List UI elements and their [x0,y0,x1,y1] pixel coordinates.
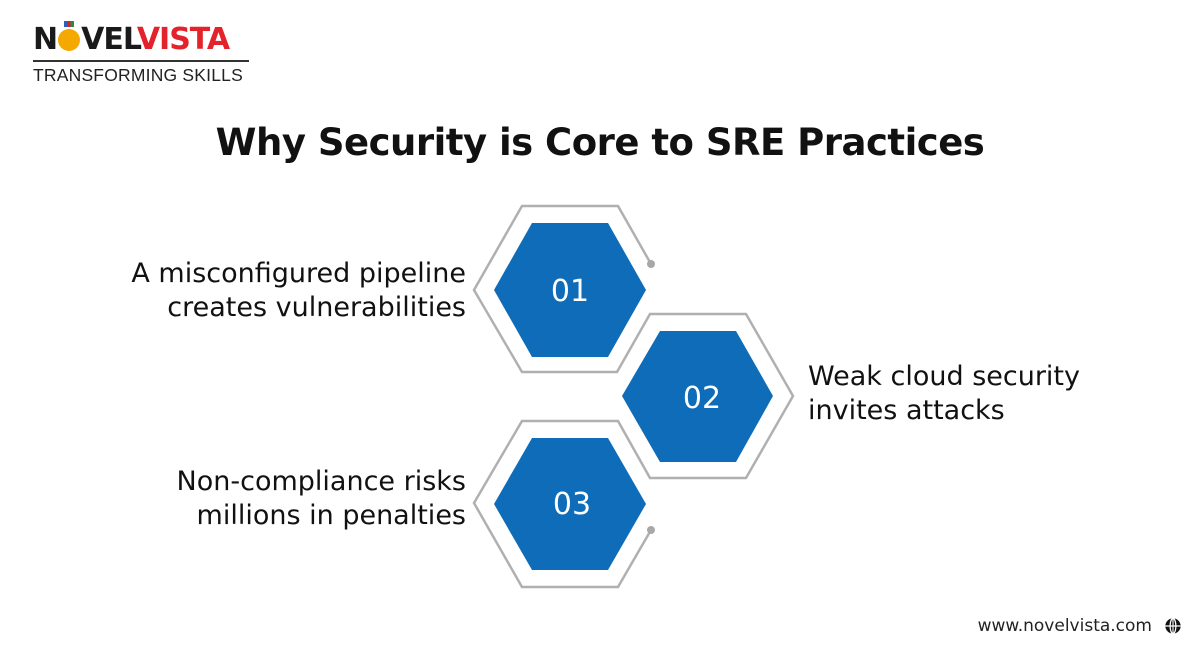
hexagon-number-01: 01 [550,274,590,309]
item-02-line1: Weak cloud security [808,361,1080,392]
page-title: Why Security is Core to SRE Practices [215,121,985,164]
medal-icon [58,21,81,51]
item-03-line2: millions in penalties [196,500,466,531]
logo-wordmark: N VELVISTA [33,21,253,58]
item-text-01: A misconfigured pipeline creates vulnera… [131,257,466,325]
item-text-03: Non-compliance risks millions in penalti… [177,465,466,533]
item-01-line2: creates vulnerabilities [167,292,466,323]
item-01-line1: A misconfigured pipeline [131,258,466,289]
logo-letter-n: N [33,22,58,57]
logo-divider [33,60,249,62]
connector-dot-1 [647,260,655,268]
footer: www.novelvista.com [978,616,1182,636]
website-url[interactable]: www.novelvista.com [977,616,1152,636]
hex-outline-1 [472,204,795,589]
hexagon-03 [494,438,646,570]
hexagon-01 [494,223,646,357]
globe-icon [1165,617,1181,635]
novelvista-logo: N VELVISTA TRANSFORMING SKILLS [33,21,253,86]
connector-dot-3 [647,526,655,534]
logo-vista: VISTA [136,22,230,57]
hexagon-number-03: 03 [552,487,592,522]
logo-tagline: TRANSFORMING SKILLS [33,65,243,85]
item-text-02: Weak cloud security invites attacks [808,360,1080,428]
item-03-line1: Non-compliance risks [176,466,466,497]
item-02-line2: invites attacks [808,395,1005,426]
logo-vel: VEL [81,22,138,57]
hexagon-number-02: 02 [682,381,722,416]
hexagon-02 [622,331,773,462]
